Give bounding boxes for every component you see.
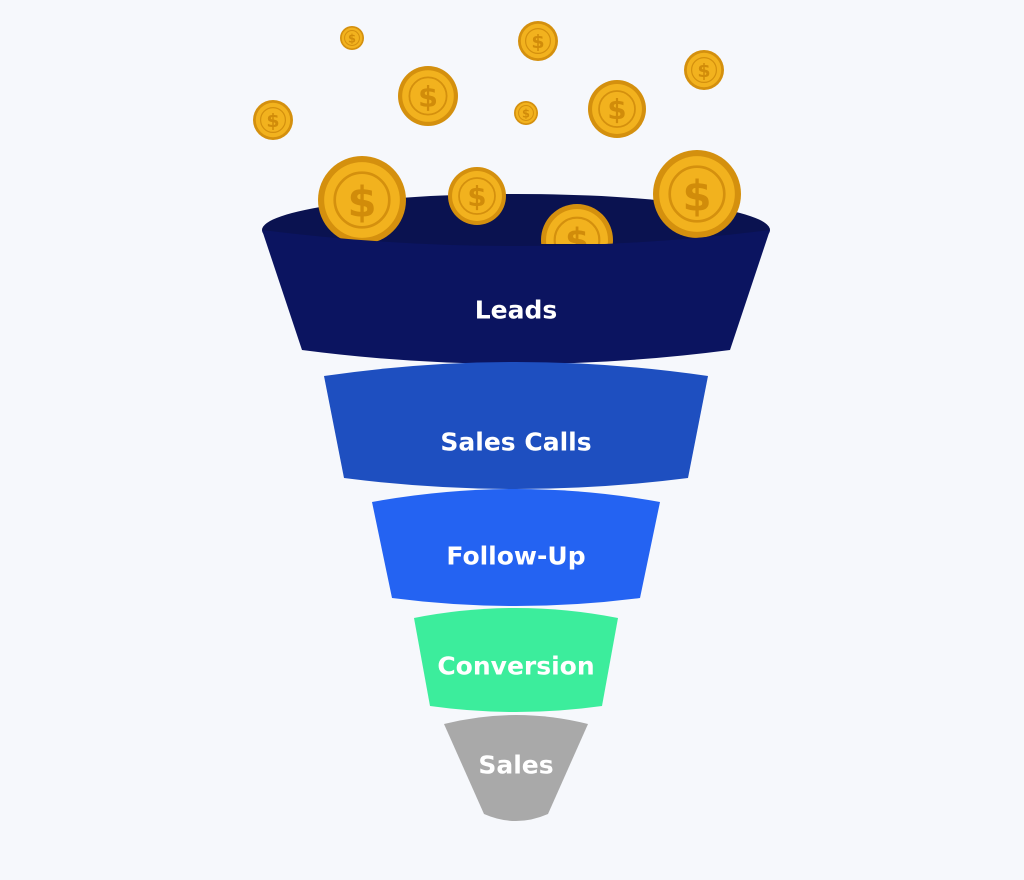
coin-icon: $ — [588, 80, 646, 138]
funnel-stage-conversion-label: Conversion — [437, 652, 594, 681]
funnel-stage-leads-label: Leads — [475, 296, 558, 325]
funnel-stage-sales-calls: Sales Calls — [324, 362, 708, 489]
funnel-stage-sales-label: Sales — [478, 751, 553, 780]
coin-icon: $ — [514, 101, 538, 125]
coin-icon: $ — [448, 167, 506, 225]
dollar-sign-icon: $ — [607, 94, 626, 126]
coin-icon: $ — [653, 150, 741, 238]
funnel-stage-follow-up-label: Follow-Up — [446, 542, 585, 571]
dollar-sign-icon: $ — [348, 31, 356, 45]
coin-icon: $ — [541, 204, 613, 261]
funnel-stage-sales-calls-label: Sales Calls — [440, 428, 591, 457]
coin-group-inside: $ $ $ $ — [318, 150, 741, 261]
coin-icon: $ — [318, 156, 406, 244]
funnel-stage-conversion-body — [414, 608, 618, 712]
coin-icon: $ — [518, 21, 558, 61]
dollar-sign-icon: $ — [697, 60, 710, 82]
coin-icon: $ — [253, 100, 293, 140]
funnel-stage-sales: Sales — [444, 715, 588, 821]
dollar-sign-icon: $ — [522, 106, 530, 120]
dollar-sign-icon: $ — [347, 177, 376, 226]
coin-icon: $ — [340, 26, 364, 50]
dollar-sign-icon: $ — [467, 181, 486, 213]
coin-group-floating: $ $ $ $ $ $ $ — [253, 21, 724, 140]
dollar-sign-icon: $ — [418, 81, 438, 114]
dollar-sign-icon: $ — [531, 31, 544, 53]
funnel-stage-follow-up: Follow-Up — [372, 489, 660, 606]
coin-icon: $ — [684, 50, 724, 90]
funnel-stages: Leads Sales Calls Follow-Up Conversion S… — [262, 230, 770, 821]
funnel-stage-conversion: Conversion — [414, 608, 618, 712]
coin-icon: $ — [398, 66, 458, 126]
funnel-stage-leads: Leads — [262, 230, 770, 364]
funnel-stage-sales-calls-body — [324, 362, 708, 489]
dollar-sign-icon: $ — [565, 221, 589, 261]
dollar-sign-icon: $ — [682, 171, 711, 220]
dollar-sign-icon: $ — [266, 110, 279, 132]
funnel-stage-sales-body — [444, 715, 588, 821]
funnel-stage-leads-body — [262, 230, 770, 364]
funnel-stage-follow-up-body — [372, 489, 660, 606]
